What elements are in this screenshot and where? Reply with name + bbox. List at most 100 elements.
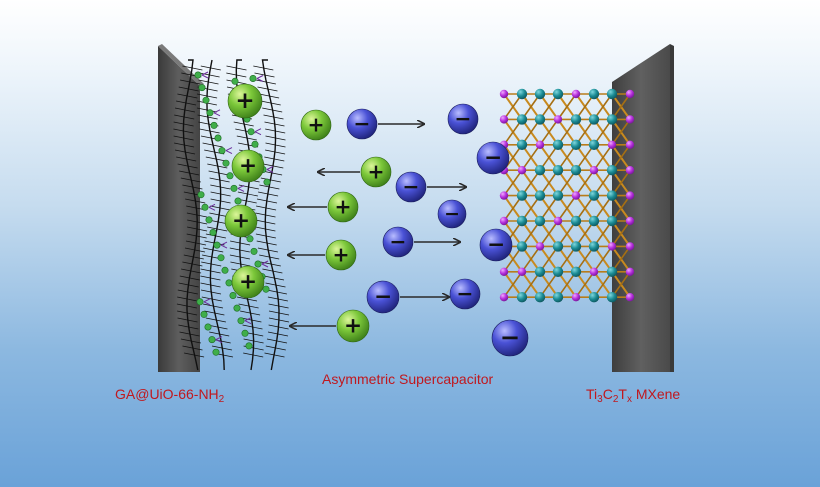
graphene-mesh [262, 268, 283, 274]
mxene-atom-teal [606, 292, 618, 303]
mxene-bond [503, 271, 523, 298]
graphene-mesh [256, 205, 277, 211]
anion-ion: − [382, 226, 414, 258]
mxene-bond [611, 220, 631, 247]
cation-ion: + [224, 204, 258, 238]
plus-sign: + [368, 159, 385, 183]
mxene-atom-teal [516, 190, 528, 201]
mof-particle [200, 310, 208, 318]
mof-particle [209, 229, 217, 237]
mxene-bond [521, 144, 541, 171]
mxene-lattice [499, 88, 635, 303]
mxene-atom-teal [552, 165, 564, 176]
mxene-atom-teal [588, 190, 600, 201]
mxene-atom-purple [499, 267, 509, 276]
graphene-mesh [186, 212, 207, 218]
graphene-mesh [268, 310, 290, 316]
anion-ion: − [449, 278, 481, 310]
graphene-mesh [174, 142, 195, 148]
mxene-atom-teal [534, 88, 546, 100]
graphene-mesh [178, 86, 199, 92]
electrode-label-left: GA@UiO-66-NH2 [115, 386, 225, 405]
mof-particle [250, 247, 258, 255]
mxene-bond [557, 93, 577, 120]
graphene-mesh [266, 289, 287, 295]
electrode-label-right: Ti3C2Tx MXene [586, 386, 681, 405]
mxene-atom-purple [589, 267, 599, 276]
graphene-mesh [265, 149, 286, 155]
mxene-atom-purple [499, 293, 509, 302]
linker [225, 147, 233, 155]
graphene-mesh [240, 310, 261, 316]
mof-particle [202, 96, 210, 104]
graphene-mesh [236, 135, 257, 141]
graphene-sheet [182, 59, 199, 371]
graphene-mesh [185, 240, 207, 246]
mxene-atom-teal [552, 292, 564, 303]
graphene-mesh [180, 79, 201, 85]
mxene-atom-teal [534, 215, 546, 227]
mof-particle [262, 285, 270, 293]
linker [261, 260, 269, 268]
graphene-mesh [237, 191, 258, 197]
graphene-mesh [226, 72, 247, 78]
mxene-atom-purple [535, 242, 545, 251]
mof-particle [222, 159, 230, 167]
mxene-atom-purple [499, 89, 509, 99]
graphene-mesh [255, 233, 276, 239]
mxene-atom-teal [516, 292, 528, 303]
graphene-mesh [197, 93, 218, 99]
graphene-mesh [177, 93, 198, 99]
graphene-mesh [207, 226, 228, 232]
graphene-mesh [255, 219, 276, 225]
mxene-atom-teal [606, 190, 618, 201]
graphene-mesh [176, 303, 197, 309]
mxene-atom-teal [570, 114, 582, 125]
mof-particle [247, 128, 255, 136]
graphene-mesh [257, 86, 278, 92]
mxene-bond [575, 271, 595, 298]
mxene-bond [557, 195, 577, 222]
mof-particle [210, 121, 218, 129]
graphene-mesh [243, 338, 264, 344]
mxene-atom-teal [606, 266, 618, 277]
graphene-mesh [176, 156, 197, 162]
anion-ion: − [437, 199, 467, 229]
mof-particle [198, 84, 206, 92]
graphene-mesh [196, 107, 218, 113]
linker [237, 184, 245, 192]
graphene-mesh [243, 352, 264, 358]
mxene-atom-teal [570, 215, 582, 227]
graphene-mesh [256, 240, 277, 246]
cation-ion: + [325, 239, 357, 271]
mxene-atom-teal [588, 88, 600, 100]
anion-ion: − [366, 280, 400, 314]
mxene-bond [593, 245, 613, 273]
mxene-atom-teal [516, 215, 528, 227]
mof-particle [230, 184, 238, 192]
linker [266, 166, 274, 173]
graphene-mesh [200, 65, 221, 71]
graphene-mesh [187, 226, 208, 232]
graphene-mesh [210, 191, 231, 197]
mxene-atom-teal [570, 165, 582, 176]
graphene-mesh [186, 233, 207, 239]
mof-particle [229, 291, 237, 299]
graphene-mesh [207, 163, 228, 169]
anion-ion: − [491, 319, 529, 357]
mxene-atom-teal [516, 88, 528, 100]
right-electrode [612, 44, 674, 372]
minus-sign: − [484, 146, 502, 171]
graphene-mesh [210, 198, 231, 204]
graphene-mesh [229, 247, 250, 253]
graphene-mesh [268, 324, 289, 330]
graphene-mesh [182, 261, 203, 267]
mxene-bond [521, 245, 541, 273]
graphene-mesh [260, 177, 281, 183]
mof-particle [254, 260, 262, 268]
graphene-mesh [173, 121, 194, 127]
graphene-mesh [204, 310, 225, 316]
graphene-mesh [178, 282, 199, 288]
graphene-mesh [180, 338, 201, 344]
